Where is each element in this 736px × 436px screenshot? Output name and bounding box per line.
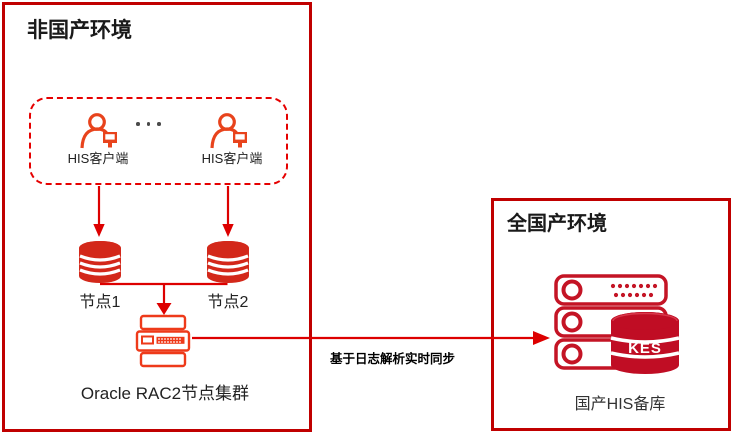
standby-label: 国产HIS备库 xyxy=(574,396,666,413)
rack-server-icon xyxy=(135,314,191,368)
node1-label: 节点1 xyxy=(79,294,121,311)
sync-label: 基于日志解析实时同步 xyxy=(330,352,456,366)
ellipsis-icon xyxy=(136,122,161,126)
node2-label: 节点2 xyxy=(207,294,249,311)
his-client-label: HIS客户端 xyxy=(201,151,263,166)
kes-db-name: KES xyxy=(628,340,662,357)
domestic-rack-icon: KES xyxy=(554,274,680,374)
left-panel-title: 非国产环境 xyxy=(27,19,132,42)
database-node-icon xyxy=(207,241,249,283)
his-client-icon xyxy=(210,113,247,149)
rack-vent-dots xyxy=(610,283,658,298)
right-panel-title: 全国产环境 xyxy=(507,213,607,235)
his-clients-group xyxy=(29,97,288,185)
his-client-label: HIS客户端 xyxy=(67,151,129,166)
server-vent-dots xyxy=(156,314,185,344)
kes-database-icon: KES xyxy=(610,312,680,374)
database-node-icon xyxy=(79,241,121,283)
his-client-icon xyxy=(80,113,117,149)
cluster-label: Oracle RAC2节点集群 xyxy=(80,384,250,403)
